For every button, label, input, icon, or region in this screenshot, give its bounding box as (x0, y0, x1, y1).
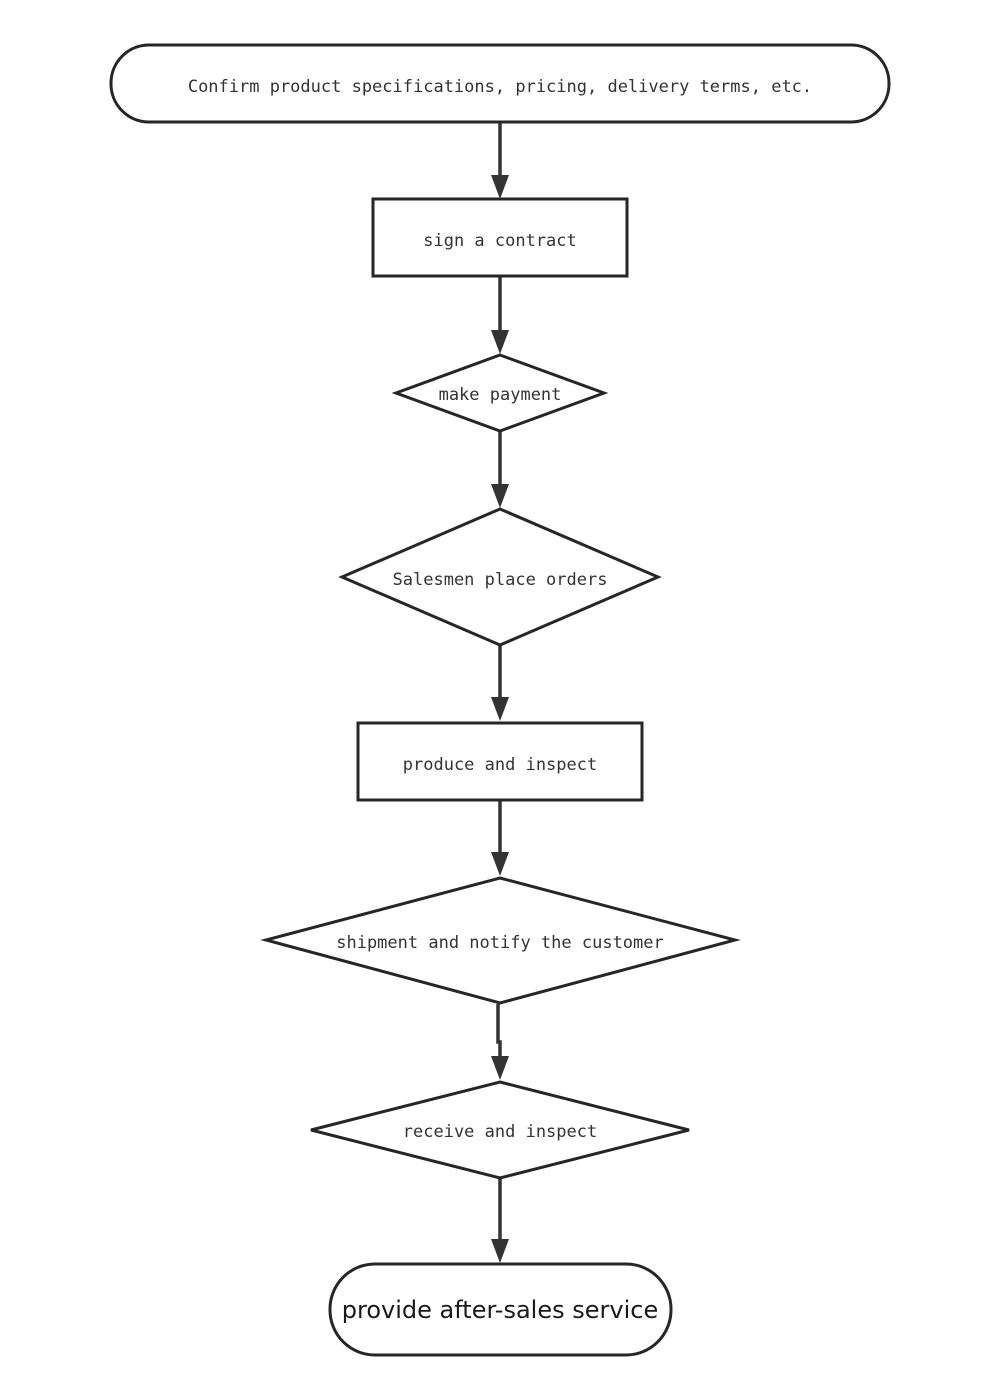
node-produce-and-inspect[interactable]: produce and inspect (356, 721, 644, 802)
edge-shipment-to-receive (491, 1004, 509, 1080)
node-shipment-notify-customer[interactable]: shipment and notify the customer (260, 876, 741, 1005)
node-sign-contract[interactable]: sign a contract (371, 197, 629, 278)
node-after-sales-service[interactable]: provide after-sales service (328, 1262, 673, 1357)
edge-confirm-to-contract (491, 123, 509, 199)
process-shape (356, 721, 644, 802)
edge-payment-to-orders (491, 431, 509, 508)
process-shape (371, 197, 629, 278)
edge-contract-to-payment (491, 277, 509, 354)
node-receive-and-inspect[interactable]: receive and inspect (310, 1080, 690, 1180)
node-label: Salesmen place orders (393, 570, 608, 590)
node-salesmen-place-orders[interactable]: Salesmen place orders (338, 507, 662, 647)
decision-shape (310, 1080, 690, 1180)
node-label: receive and inspect (403, 1122, 597, 1142)
terminal-shape (328, 1262, 673, 1357)
node-label: shipment and notify the customer (336, 933, 664, 953)
edge-receive-to-service (491, 1178, 509, 1263)
edge-produce-to-shipment (491, 801, 509, 876)
decision-shape (338, 507, 662, 647)
node-label: make payment (439, 385, 562, 405)
decision-shape (260, 876, 741, 1005)
node-label: provide after-sales service (342, 1296, 658, 1324)
edge-orders-to-produce (491, 646, 509, 721)
node-confirm-specifications[interactable]: Confirm product specifications, pricing,… (109, 43, 891, 124)
terminal-shape (109, 43, 891, 124)
node-make-payment[interactable]: make payment (391, 353, 609, 433)
node-label: sign a contract (423, 231, 577, 251)
node-label: produce and inspect (403, 755, 597, 775)
decision-shape (391, 353, 609, 433)
node-label: Confirm product specifications, pricing,… (188, 77, 812, 97)
